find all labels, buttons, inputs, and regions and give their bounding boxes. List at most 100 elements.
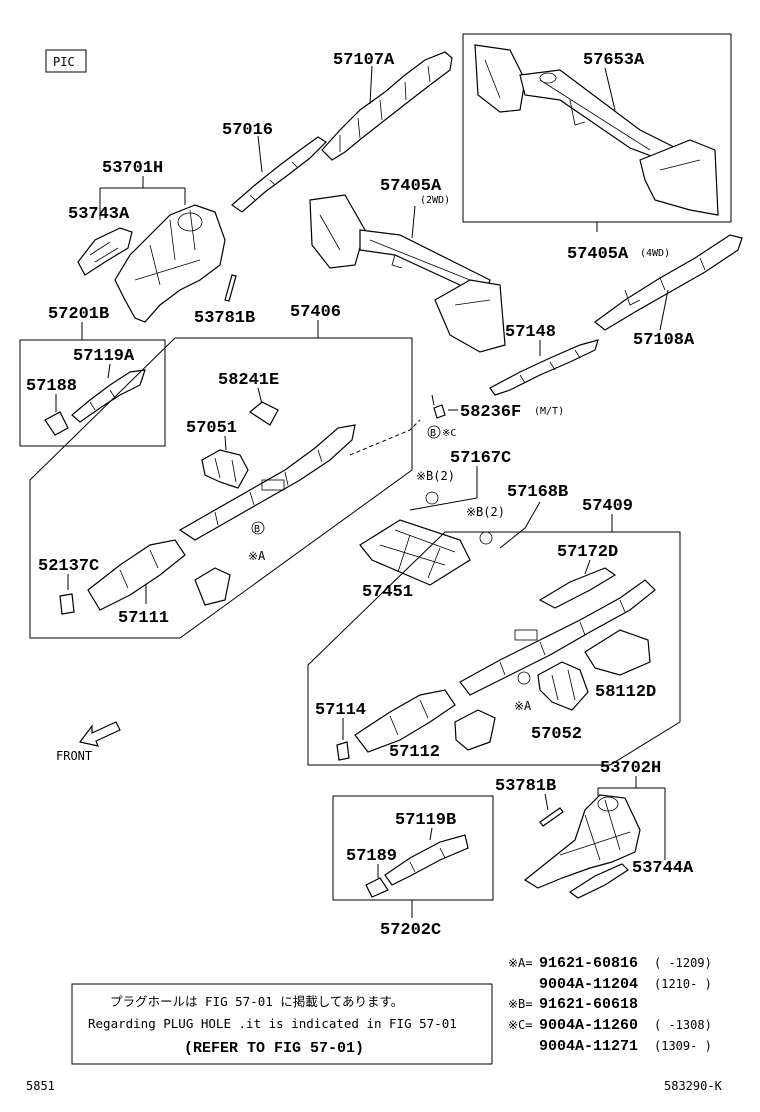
strip-53781B-a-drawing <box>224 274 237 302</box>
bracket-58112D-drawing <box>584 629 651 676</box>
note-line-1: プラグホールは FIG 57-01 に掲載してあります。 <box>110 994 403 1009</box>
group-box-57409 <box>307 531 681 766</box>
part-label-58241E: 58241E <box>218 371 279 390</box>
ref-c-part2: 9004A-11271 <box>539 1038 638 1055</box>
rail-57172D-drawing <box>538 567 617 609</box>
note-2wd: (2WD) <box>420 195 450 206</box>
ref-c-date2: (1309- ) <box>654 1039 712 1053</box>
part-label-57409: 57409 <box>582 497 633 516</box>
wheelhouse-53702H-drawing <box>523 794 641 889</box>
bracket-52137C-drawing <box>59 593 75 615</box>
ref-c-prefix: ※C= <box>508 1018 533 1032</box>
part-label-58112D: 58112D <box>595 683 656 702</box>
panel-53744A-drawing <box>568 863 629 899</box>
marker-b2-b: ※B(2) <box>466 505 505 519</box>
bracket-57051-drawing <box>201 449 249 489</box>
ref-b-prefix: ※B= <box>508 997 533 1011</box>
part-label-53743A: 53743A <box>68 205 130 224</box>
bracket-57112-drawing <box>454 709 496 751</box>
part-label-57406: 57406 <box>290 303 341 322</box>
note-4wd: (4WD) <box>640 248 670 259</box>
footer-left: 5851 <box>26 1079 55 1093</box>
part-label-57202C: 57202C <box>380 921 441 940</box>
part-label-57051: 57051 <box>186 419 237 438</box>
part-label-57172D: 57172D <box>557 543 618 562</box>
part-label-57405A-4wd: 57405A <box>567 245 629 264</box>
part-label-57405A-2wd: 57405A <box>380 177 442 196</box>
part-label-57189: 57189 <box>346 847 397 866</box>
rail-57107A-drawing <box>321 51 453 161</box>
rail-57119B-drawing <box>384 834 469 886</box>
part-label-53744A: 53744A <box>632 859 694 878</box>
bracket-57188-drawing <box>44 411 69 436</box>
marker-a-1: ※A <box>248 549 266 563</box>
part-label-57114: 57114 <box>315 701 366 720</box>
crossmember-57405A-2wd-drawing <box>309 194 506 353</box>
rail-57119A-drawing <box>71 369 146 423</box>
pic-tag-box <box>45 49 87 73</box>
bracket-57114-drawing <box>336 741 350 761</box>
part-label-53702H: 53702H <box>600 759 661 778</box>
part-label-57119B: 57119B <box>395 811 456 830</box>
rail-57112-drawing <box>354 689 456 753</box>
ref-a-prefix: ※A= <box>508 956 533 970</box>
ref-a-date1: ( -1209) <box>654 956 712 970</box>
part-label-57188: 57188 <box>26 377 77 396</box>
rail-57111-drawing <box>87 539 186 611</box>
note-box <box>71 983 493 1065</box>
bracket-57189-drawing <box>365 877 389 898</box>
note-mt: (M/T) <box>534 406 564 417</box>
part-label-57119A: 57119A <box>73 347 135 366</box>
marker-a-2: ※A <box>514 699 532 713</box>
part-label-57108A: 57108A <box>633 331 695 350</box>
bolt-58236F-drawing <box>433 404 446 419</box>
panel-53743A-drawing <box>77 227 133 276</box>
bracket-57052-drawing <box>537 661 589 711</box>
ref-b-part: 91621-60618 <box>539 996 638 1013</box>
ref-c-part1: 9004A-11260 <box>539 1017 638 1034</box>
ref-a-part1: 91621-60816 <box>539 955 638 972</box>
rail-57148-drawing <box>489 339 599 396</box>
part-label-57168B: 57168B <box>507 483 568 502</box>
part-label-57201B: 57201B <box>48 305 109 324</box>
reference-table: ※A= 91621-60816 ( -1209) 9004A-11204 (12… <box>508 955 712 1055</box>
part-label-57451: 57451 <box>362 583 413 602</box>
part-label-57107A: 57107A <box>333 51 395 70</box>
note-line-3: (REFER TO FIG 57-01) <box>184 1040 364 1057</box>
bracket-57016-drawing <box>231 136 327 213</box>
part-label-57148: 57148 <box>505 323 556 342</box>
part-label-57111: 57111 <box>118 609 169 628</box>
part-label-53701H: 53701H <box>102 159 163 178</box>
rail-57108A-drawing <box>594 234 743 331</box>
part-label-52137C: 52137C <box>38 557 99 576</box>
ref-c-date1: ( -1308) <box>654 1018 712 1032</box>
part-label-57653A: 57653A <box>583 51 645 70</box>
wheelhouse-53701H-drawing <box>114 204 226 323</box>
strip-53781B-b-drawing <box>539 807 564 827</box>
bracket-57111-drawing <box>194 567 231 606</box>
marker-b-c: B ※C <box>430 428 456 439</box>
front-arrow-icon <box>78 721 121 747</box>
part-label-53781B-a: 53781B <box>194 309 255 328</box>
group-box-57202C <box>332 795 494 901</box>
group-box-57201B <box>19 339 166 447</box>
ref-a-part2: 9004A-11204 <box>539 976 638 993</box>
ref-a-date2: (1210- ) <box>654 977 712 991</box>
bracket-58241E-drawing <box>248 401 279 426</box>
frame-57451-drawing <box>359 519 471 586</box>
part-label-57016: 57016 <box>222 121 273 140</box>
group-box-57406 <box>29 337 413 639</box>
front-label: FRONT <box>56 749 92 763</box>
rail-57406-drawing <box>178 424 356 541</box>
marker-b2-a: ※B(2) <box>416 469 455 483</box>
part-label-57167C: 57167C <box>450 449 511 468</box>
rail-57409-drawing <box>459 579 656 696</box>
pic-tag: PIC <box>53 55 75 69</box>
part-label-57112: 57112 <box>389 743 440 762</box>
footer-right: 583290-K <box>664 1079 723 1093</box>
note-line-2: Regarding PLUG HOLE .it is indicated in … <box>88 1016 457 1031</box>
crossmember-57653A-drawing <box>474 44 719 216</box>
part-label-57052: 57052 <box>531 725 582 744</box>
part-label-53781B-b: 53781B <box>495 777 556 796</box>
